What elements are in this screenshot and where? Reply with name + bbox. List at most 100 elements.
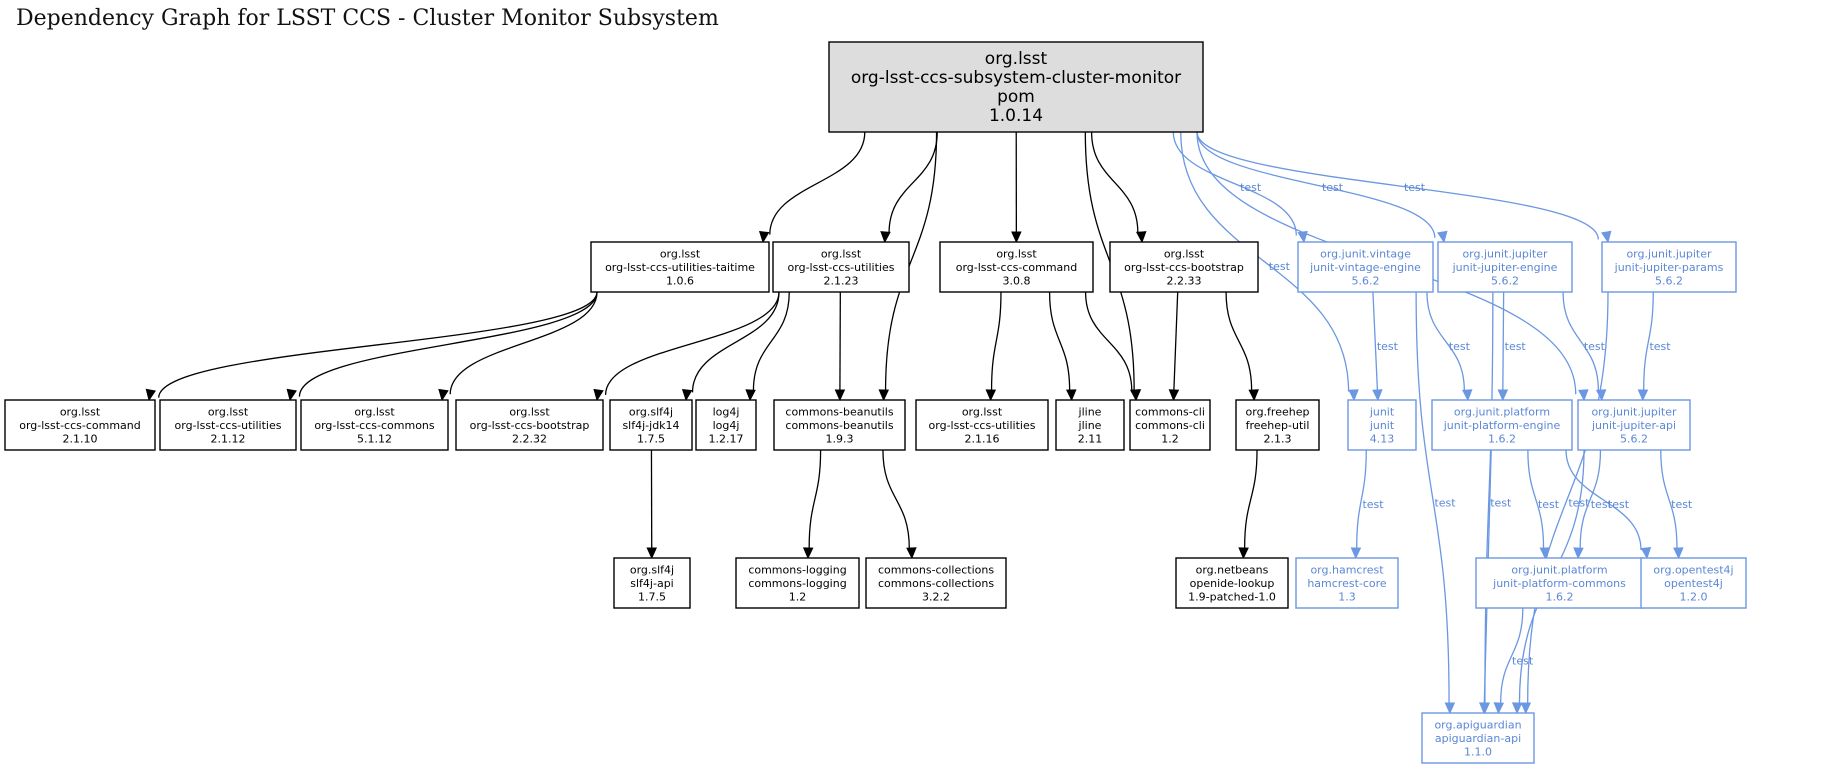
edge-line <box>882 449 910 549</box>
edge-line <box>1562 291 1600 391</box>
node-label-line: org-lsst-ccs-bootstrap <box>1124 261 1244 274</box>
node-box <box>1129 399 1211 451</box>
node-label-line: 1.9-patched-1.0 <box>1188 590 1276 603</box>
node-label-line: org-lsst-ccs-utilities <box>788 261 895 274</box>
edge-line <box>449 291 598 395</box>
edge-root-vintage: test <box>1172 131 1308 244</box>
edge-line <box>1499 607 1524 704</box>
edge-label: test <box>1322 181 1344 194</box>
edge-arrowhead <box>1461 389 1473 402</box>
node-label-line: org.hamcrest <box>1310 563 1384 576</box>
edge-taitime-command2110 <box>145 291 598 402</box>
node-label-line: org-lsst-ccs-utilities <box>929 419 1036 432</box>
node-label-line: org.junit.vintage <box>1320 247 1411 260</box>
edge-line <box>158 291 598 398</box>
node-box <box>1347 399 1417 451</box>
edge-arrowhead <box>758 230 770 244</box>
node-label-line: 4.13 <box>1370 432 1395 445</box>
node-label-line: 2.1.16 <box>965 432 1000 445</box>
edge-line <box>884 131 938 391</box>
edge-line <box>990 291 1002 391</box>
edge-command308-utilities2116 <box>985 291 1002 402</box>
edge-root-jupparams: test <box>1196 131 1612 244</box>
edge-jupparams-jupapi: test <box>1637 291 1671 402</box>
node-label-line: 5.6.2 <box>1352 274 1380 287</box>
edge-arrowhead <box>1520 702 1532 715</box>
node-label-line: 1.0.14 <box>989 106 1043 126</box>
edge-label: test <box>1584 340 1606 353</box>
node-label-line: org.lsst <box>821 247 862 260</box>
node-box <box>939 241 1094 293</box>
node-box <box>455 399 604 451</box>
edge-arrowhead <box>1011 231 1022 244</box>
node-box <box>1421 712 1535 764</box>
node-label-line: 1.1.0 <box>1464 745 1492 758</box>
node-taitime: org.lsstorg-lsst-ccs-utilities-taitime1.… <box>590 241 770 293</box>
node-box <box>772 241 910 293</box>
node-label-line: org-lsst-ccs-command <box>956 261 1078 274</box>
node-label-line: 1.3 <box>1338 590 1356 603</box>
node-label-line: org.lsst <box>509 405 550 418</box>
node-label-line: 2.2.33 <box>1167 274 1202 287</box>
edge-arrowhead <box>880 231 891 244</box>
edge-line <box>1372 291 1379 391</box>
edge-arrowhead <box>1573 547 1584 560</box>
node-label-line: commons-beanutils <box>785 405 893 418</box>
node-root: org.lsstorg-lsst-ccs-subsystem-cluster-m… <box>828 41 1204 133</box>
node-box <box>159 399 297 451</box>
edge-taitime-utilities2112 <box>286 291 598 402</box>
node-label-line: 1.6.2 <box>1488 432 1516 445</box>
node-label-line: commons-logging <box>748 577 846 590</box>
edge-root-command308 <box>1011 131 1022 244</box>
edge-command308-commonscli <box>1084 291 1141 402</box>
edge-arrowhead <box>1065 389 1077 402</box>
node-label-line: junit-platform-commons <box>1492 577 1626 590</box>
edge-line <box>1173 291 1179 391</box>
edge-jupparams-apiguardian: test <box>1520 291 1609 715</box>
edge-line <box>1579 449 1602 549</box>
node-box <box>1055 399 1125 451</box>
node-label-line: org.lsst <box>985 49 1048 69</box>
node-label-line: pom <box>997 87 1035 107</box>
edge-arrowhead <box>1437 230 1448 244</box>
edge-arrowhead <box>1640 547 1652 560</box>
edge-platcommons-apiguardian: test <box>1493 607 1534 715</box>
node-label-line: 1.2.17 <box>709 432 744 445</box>
node-label-line: org.lsst <box>208 405 249 418</box>
node-box <box>1437 241 1573 293</box>
edge-arrowhead <box>1372 389 1383 402</box>
node-platengine: org.junit.platformjunit-platform-engine1… <box>1431 399 1573 451</box>
edge-label: test <box>1608 498 1630 511</box>
node-label-line: junit-vintage-engine <box>1309 261 1421 274</box>
node-label-line: commons-cli <box>1135 419 1205 432</box>
edge-line <box>604 291 780 395</box>
edge-line <box>1527 449 1545 549</box>
edge-line <box>1243 449 1258 549</box>
edge-line <box>1643 291 1654 391</box>
edge-freehep-openide <box>1238 449 1258 560</box>
edge-line <box>752 291 790 391</box>
edge-line <box>1180 131 1350 392</box>
node-label-line: org-lsst-ccs-command <box>19 419 141 432</box>
node-label-line: openide-lookup <box>1190 577 1275 590</box>
node-box <box>1235 399 1320 451</box>
node-label-line: org.lsst <box>60 405 101 418</box>
node-label-line: freehep-util <box>1246 419 1310 432</box>
edge-jupengine-jupapi: test <box>1562 291 1607 402</box>
node-label-line: commons-cli <box>1135 405 1205 418</box>
edge-line <box>1084 291 1133 391</box>
edge-label: test <box>1434 497 1456 510</box>
edge-arrowhead <box>1493 702 1505 715</box>
edge-platengine-opentest4j: test <box>1565 449 1652 560</box>
node-box <box>609 399 693 451</box>
edge-label: test <box>1512 655 1534 668</box>
edge-arrowhead <box>1637 389 1649 402</box>
edge-command308-jline <box>1048 291 1077 402</box>
node-platcommons: org.junit.platformjunit-platform-commons… <box>1475 557 1644 609</box>
